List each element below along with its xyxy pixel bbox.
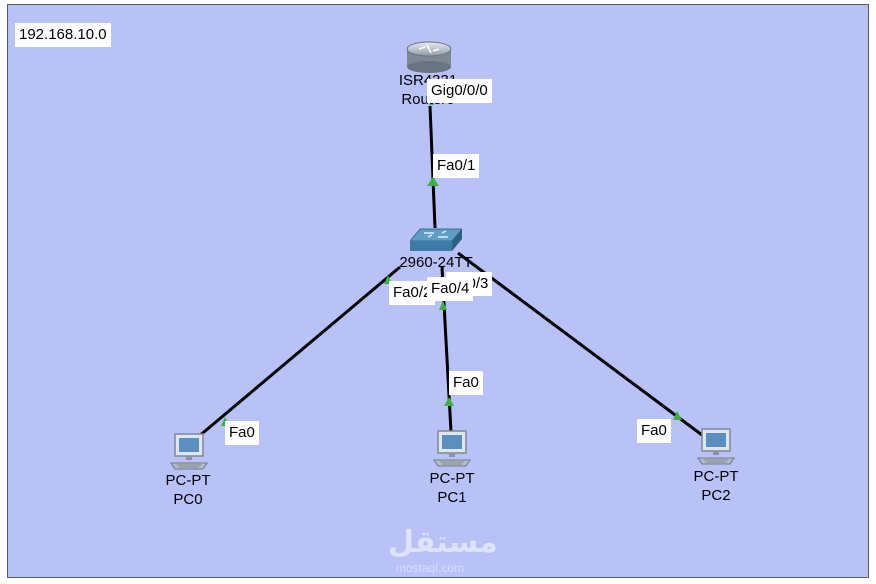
link-switch-pc0[interactable]	[197, 265, 401, 439]
watermark-url: mostaql.com	[396, 561, 465, 575]
link-status-up-icon	[673, 411, 682, 420]
pc-icon	[170, 433, 208, 470]
link-router-switch[interactable]	[428, 105, 437, 229]
switch-uplink-port-label: Fa0/1	[433, 154, 480, 178]
topology-canvas[interactable]: 192.168.10.0 ISR4331 Router0 Gig0/0/0 Fa…	[7, 4, 869, 578]
watermark-logo: مستقل	[388, 525, 498, 560]
pc2-type: PC-PT	[693, 468, 739, 485]
switch-name: 2960-24TT	[399, 254, 473, 271]
pc0-port-label: Fa0	[225, 421, 259, 445]
pc2-device[interactable]	[696, 428, 736, 466]
pc-icon	[697, 428, 735, 465]
pc0-hostname: PC0	[173, 491, 203, 508]
pc1-name: PC-PT PC1	[430, 469, 475, 507]
pc-icon	[433, 430, 471, 467]
pc0-name: PC-PT PC0	[166, 471, 211, 509]
pc0-type: PC-PT	[165, 472, 211, 489]
switch-device[interactable]	[408, 227, 464, 253]
link-status-up-icon	[439, 301, 447, 310]
switch-port-pc1-label: Fa0/4	[427, 277, 474, 301]
pc1-hostname: PC1	[437, 489, 467, 506]
pc2-name: PC-PT PC2	[694, 467, 739, 505]
router-port-label: Gig0/0/0	[427, 79, 492, 103]
link-switch-pc2[interactable]	[457, 251, 703, 437]
pc1-port-label: Fa0	[449, 371, 483, 395]
link-status-up-icon	[427, 177, 439, 186]
pc1-device[interactable]	[432, 430, 472, 468]
pc0-device[interactable]	[169, 433, 209, 471]
switch-icon	[408, 228, 464, 251]
link-status-up-icon	[444, 397, 454, 406]
pc2-port-label: Fa0	[637, 419, 671, 443]
pc1-type: PC-PT	[429, 470, 475, 487]
network-address-label: 192.168.10.0	[15, 23, 111, 47]
router-icon	[406, 41, 452, 73]
router-device[interactable]	[405, 37, 453, 73]
pc2-hostname: PC2	[701, 487, 731, 504]
